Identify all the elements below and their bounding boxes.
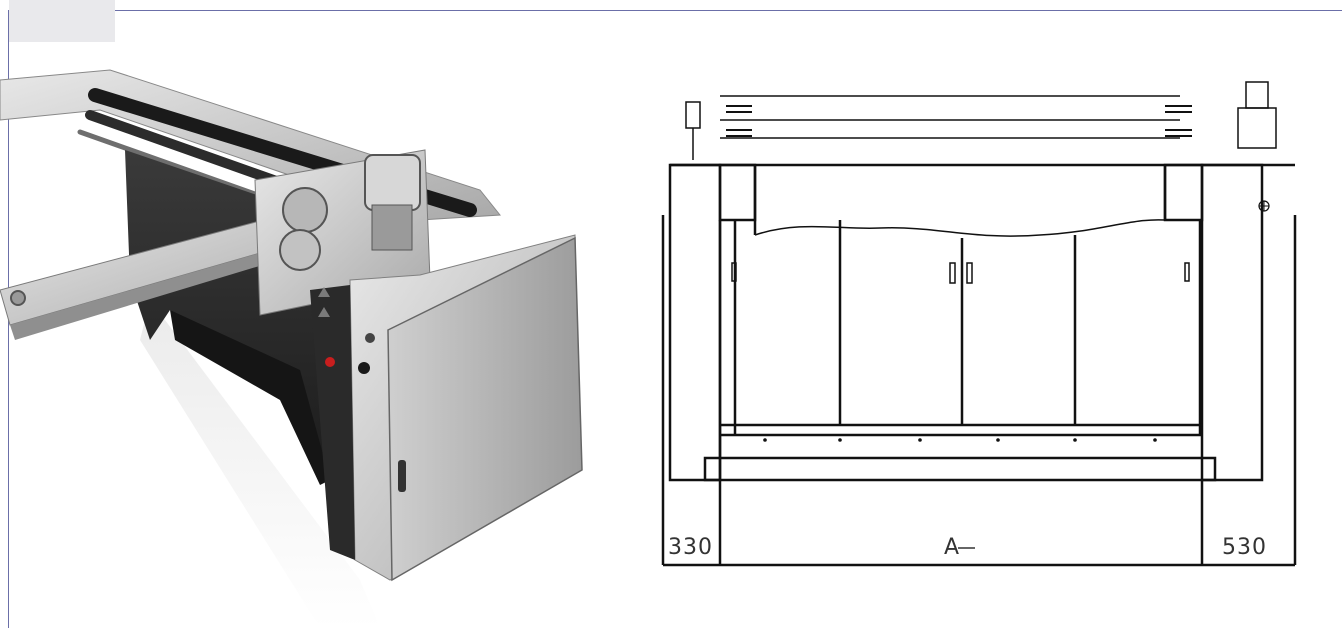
door-handle xyxy=(398,460,406,492)
emergency-stop xyxy=(325,357,335,367)
motor-assembly xyxy=(279,154,421,271)
frame-top-line xyxy=(8,10,1342,11)
technical-drawing: 330 A 530 xyxy=(661,81,1297,567)
dimension-center-label: A xyxy=(944,535,960,560)
dimension-left-label: 330 xyxy=(668,535,713,560)
dimension-right-label: 530 xyxy=(1222,535,1267,560)
corner-tab xyxy=(9,0,115,42)
machine-photo xyxy=(0,69,583,628)
